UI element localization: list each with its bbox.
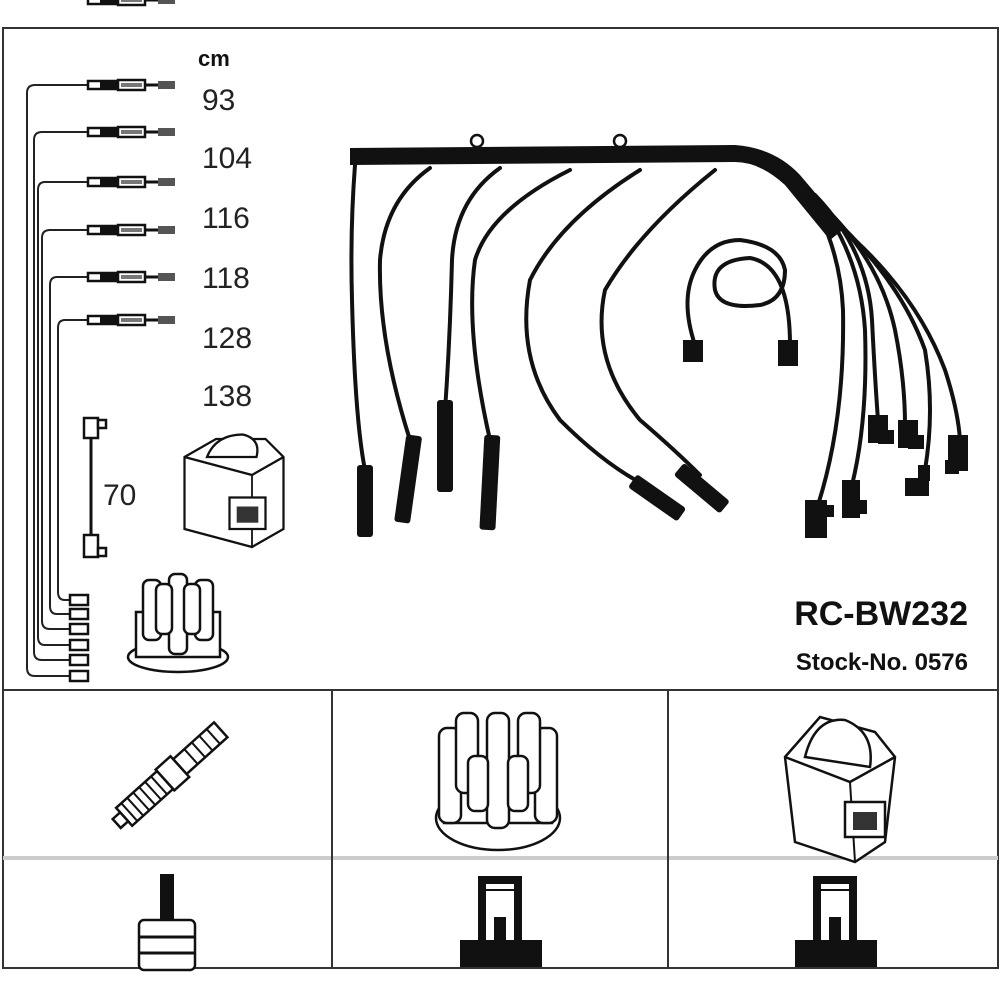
distributor-cap-icon — [126, 572, 230, 674]
outer-frame — [2, 27, 999, 969]
coil-lead-length: 70 — [103, 479, 136, 512]
legend-connectors — [86, 0, 177, 327]
distributor-cap-icon — [434, 711, 562, 852]
distributor-terminal-icon — [460, 876, 542, 967]
spark-plug-terminal-icon — [137, 874, 197, 972]
spark-plug-icon — [110, 720, 230, 830]
product-code: RC-BW232 — [794, 595, 968, 633]
length-label: 138 — [202, 380, 252, 413]
ignition-harness — [349, 133, 968, 538]
length-label: 118 — [202, 262, 250, 295]
length-label: 116 — [202, 202, 250, 235]
coil-lead-icon — [82, 416, 108, 559]
ignition-coil-icon — [783, 715, 897, 864]
length-label: 104 — [202, 142, 252, 175]
stock-number: Stock-No. 0576 — [796, 649, 968, 676]
legend-wires — [26, 84, 90, 677]
coil-terminal-icon — [795, 876, 877, 967]
length-label: 128 — [202, 322, 252, 355]
unit-label: cm — [198, 46, 230, 71]
length-label: 93 — [202, 84, 235, 117]
ignition-coil-icon — [183, 433, 285, 549]
distributor-terminals — [68, 593, 90, 683]
length-legend: cm — [26, 0, 252, 683]
